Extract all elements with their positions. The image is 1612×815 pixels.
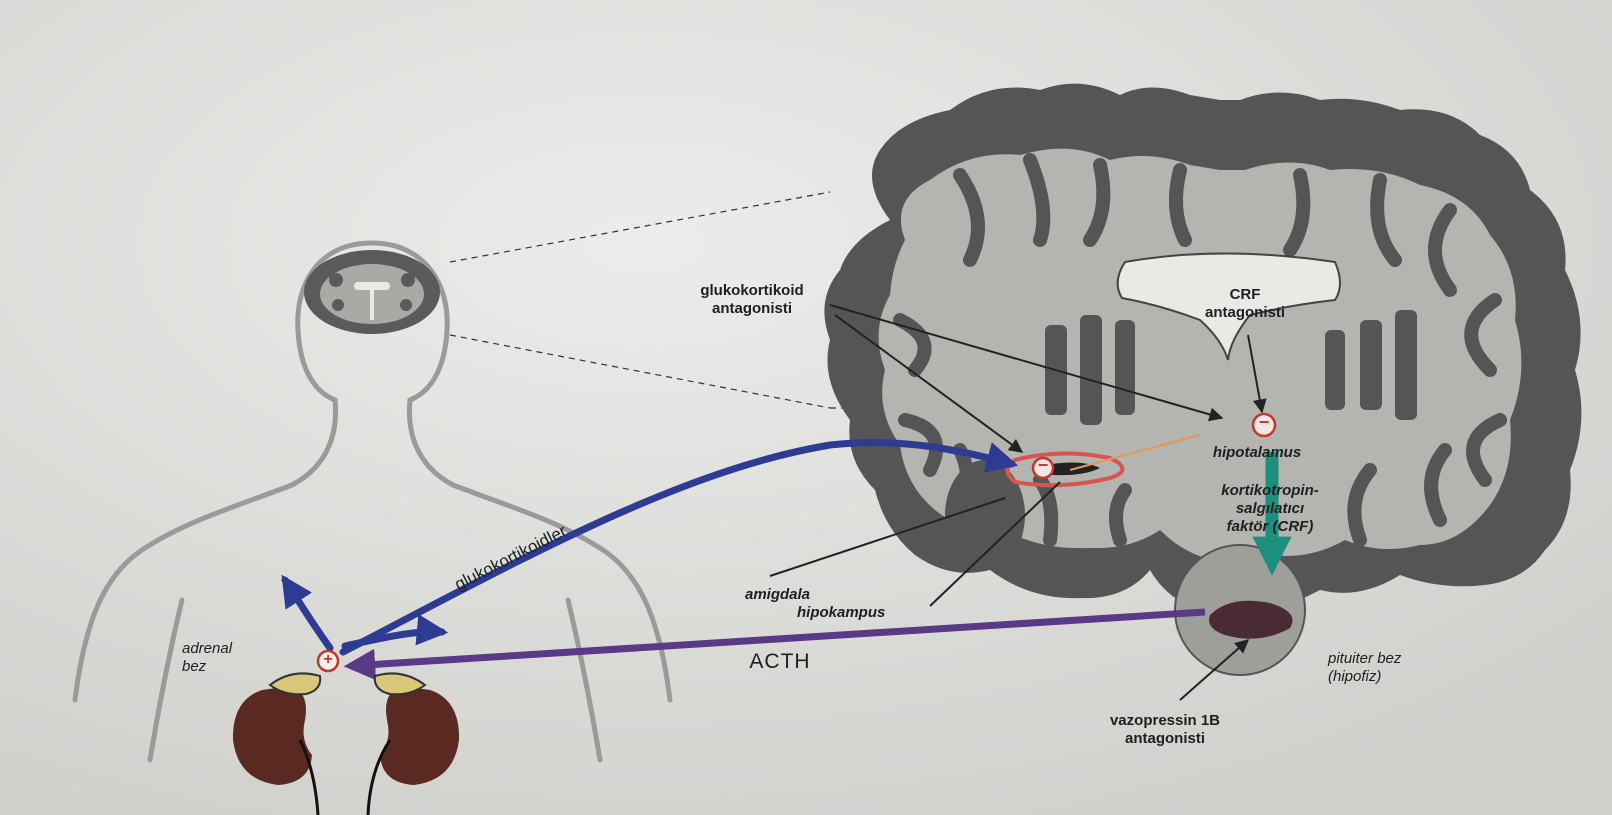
inhibit-sign-glyph: −: [1256, 413, 1272, 431]
label-line: (hipofiz): [1328, 668, 1448, 686]
stimulate-sign-glyph: +: [320, 651, 336, 669]
label-line: vazopressin 1B: [1085, 712, 1245, 730]
crf-factor-label: kortikotropin- salgılatıcı faktör (CRF): [1195, 482, 1345, 536]
label-line: glukokortikoid: [672, 282, 832, 300]
hippocampus-label: hipokampus: [797, 604, 917, 622]
label-line: antagonisti: [1085, 730, 1245, 748]
hypothalamus-label: hipotalamus: [1192, 444, 1322, 462]
pituitary-label: pituiter bez (hipofiz): [1328, 650, 1448, 686]
adrenal-label: adrenal bez: [182, 640, 262, 676]
label-line: CRF: [1175, 286, 1315, 304]
amygdala-label: amigdala: [745, 586, 825, 604]
coronal-brain: [824, 84, 1581, 616]
glucocorticoid-antagonist-label: glukokortikoid antagonisti: [672, 282, 832, 318]
label-line: adrenal: [182, 640, 262, 658]
label-line: kortikotropin-: [1195, 482, 1345, 500]
label-line: bez: [182, 658, 262, 676]
label-line: antagonisti: [1175, 304, 1315, 322]
small-brain: [304, 250, 440, 334]
acth-label: ACTH: [735, 653, 825, 671]
crf-antagonist-label: CRF antagonisti: [1175, 286, 1315, 322]
label-line: faktör (CRF): [1195, 518, 1345, 536]
label-line: antagonisti: [672, 300, 832, 318]
label-line: salgılatıcı: [1195, 500, 1345, 518]
label-line: pituiter bez: [1328, 650, 1448, 668]
vasopressin-antagonist-label: vazopressin 1B antagonisti: [1085, 712, 1245, 748]
inhibit-sign-glyph: −: [1035, 456, 1051, 474]
